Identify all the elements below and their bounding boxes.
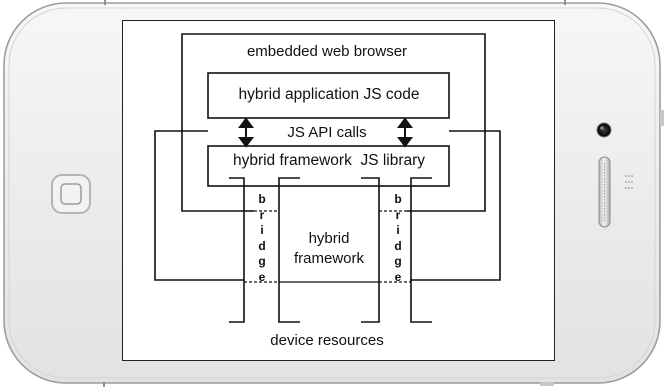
- app-code-label: hybrid application JS code: [238, 86, 420, 103]
- framework-label-line1: hybrid: [308, 230, 350, 247]
- api-calls-label: JS API calls: [287, 124, 367, 141]
- phone-screen: [122, 20, 555, 361]
- camera-icon: [596, 122, 612, 138]
- device-resources-label: device resources: [270, 332, 384, 349]
- framework-library-box: [207, 145, 450, 187]
- right-bridge-right-edge: [410, 177, 432, 323]
- left-bridge-right-edge: [278, 177, 300, 323]
- left-bridge-label: b r i d g e: [258, 192, 266, 284]
- right-bridge-left-edge: [361, 177, 380, 323]
- browser-label: embedded web browser: [246, 43, 408, 60]
- left-bridge-left-edge: [229, 177, 245, 323]
- right-native-line: [410, 130, 501, 281]
- left-api-arrow: [238, 117, 254, 148]
- app-code-box: [207, 72, 450, 119]
- browser-box: [181, 33, 486, 212]
- home-button: [51, 174, 91, 214]
- framework-label-line2: framework: [293, 250, 365, 267]
- right-bridge-label: b r i d g e: [394, 192, 402, 284]
- framework-library-label: hybrid framework JS library: [232, 152, 426, 169]
- speaker-grille: [598, 156, 611, 228]
- left-native-line: [154, 130, 244, 281]
- right-api-arrow: [397, 117, 413, 148]
